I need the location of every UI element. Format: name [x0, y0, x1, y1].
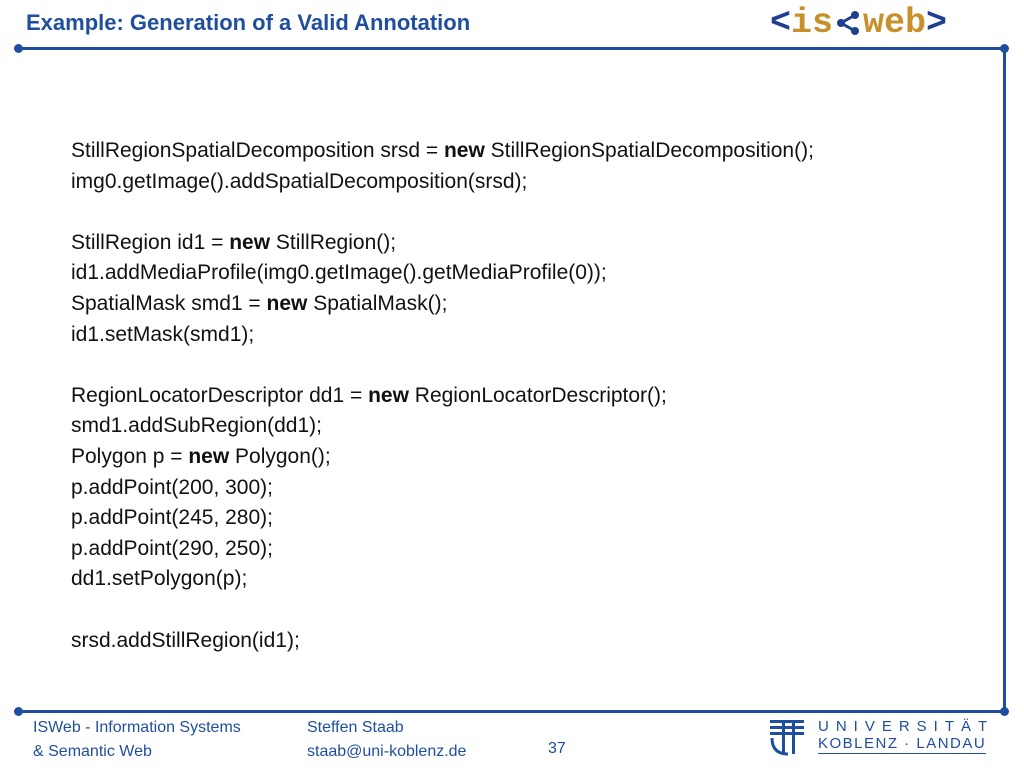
- code-line: srsd.addStillRegion(id1);: [71, 626, 814, 657]
- code-text: RegionLocatorDescriptor dd1 =: [71, 383, 369, 407]
- keyword-new: new: [188, 444, 230, 468]
- university-name-line1: UNIVERSITÄT: [818, 718, 995, 735]
- keyword-new: new: [443, 139, 485, 162]
- code-text: p.addPoint(245, 280);: [71, 506, 273, 530]
- code-text: SpatialMask smd1 =: [71, 291, 267, 315]
- code-text: StillRegion id1 =: [71, 230, 230, 254]
- code-line: smd1.addSubRegion(dd1);: [71, 411, 814, 442]
- code-line: p.addPoint(290, 250);: [71, 534, 814, 565]
- code-text: Polygon p =: [71, 444, 189, 468]
- bottom-left-dot: [14, 707, 23, 716]
- code-line: p.addPoint(245, 280);: [71, 503, 814, 534]
- code-text: dd1.setPolygon(p);: [71, 567, 248, 591]
- keyword-new: new: [229, 230, 271, 254]
- footer-org-line1: ISWeb - Information Systems: [33, 719, 241, 736]
- code-line: StillRegionSpatialDecomposition srsd = n…: [71, 136, 814, 167]
- share-icon: [837, 10, 860, 35]
- code-line: [71, 350, 814, 381]
- bottom-right-dot: [1000, 707, 1009, 716]
- footer-organization: ISWeb - Information Systems & Semantic W…: [33, 716, 241, 764]
- university-logo: UNIVERSITÄT KOBLENZ · LANDAU: [768, 718, 988, 758]
- logo-close-bracket: >: [926, 3, 948, 43]
- top-rule: [18, 47, 1005, 50]
- university-name-line2: KOBLENZ · LANDAU: [818, 735, 987, 754]
- code-line: id1.addMediaProfile(img0.getImage().getM…: [71, 258, 814, 289]
- code-text: id1.addMediaProfile(img0.getImage().getM…: [71, 261, 607, 285]
- code-line: img0.getImage().addSpatialDecomposition(…: [71, 167, 814, 198]
- right-rule: [1003, 47, 1006, 712]
- code-line: [71, 197, 814, 228]
- bottom-rule: [18, 710, 1005, 713]
- code-line: RegionLocatorDescriptor dd1 = new Region…: [71, 381, 814, 412]
- slide-title: Example: Generation of a Valid Annotatio…: [26, 10, 471, 35]
- code-block: StillRegionSpatialDecomposition srsd = n…: [71, 136, 814, 656]
- code-line: StillRegion id1 = new StillRegion();: [71, 228, 814, 259]
- code-line: SpatialMask smd1 = new SpatialMask();: [71, 289, 814, 320]
- code-text: img0.getImage().addSpatialDecomposition(…: [71, 169, 528, 193]
- footer-org-line2: & Semantic Web: [33, 743, 152, 760]
- code-line: id1.setMask(smd1);: [71, 320, 814, 351]
- code-text: p.addPoint(290, 250);: [71, 536, 273, 560]
- code-text: SpatialMask();: [307, 291, 448, 315]
- isweb-logo: <is web>: [770, 3, 947, 43]
- top-left-dot: [14, 44, 23, 53]
- university-emblem-icon: [770, 720, 804, 756]
- code-text: srsd.addStillRegion(id1);: [71, 628, 300, 652]
- logo-is: is: [791, 3, 834, 43]
- code-line: [71, 595, 814, 626]
- code-line: p.addPoint(200, 300);: [71, 473, 814, 504]
- keyword-new: new: [368, 383, 409, 407]
- footer-author: Steffen Staab staab@uni-koblenz.de: [307, 716, 466, 764]
- code-text: p.addPoint(200, 300);: [71, 475, 273, 499]
- code-text: smd1.addSubRegion(dd1);: [71, 414, 322, 438]
- logo-web: web: [863, 3, 927, 43]
- footer-email: staab@uni-koblenz.de: [307, 743, 467, 760]
- keyword-new: new: [266, 291, 308, 315]
- code-text: Polygon();: [229, 444, 331, 468]
- code-text: RegionLocatorDescriptor();: [408, 383, 667, 407]
- code-text: StillRegionSpatialDecomposition();: [484, 139, 814, 162]
- code-line: dd1.setPolygon(p);: [71, 564, 814, 595]
- code-line: Polygon p = new Polygon();: [71, 442, 814, 473]
- code-text: StillRegionSpatialDecomposition srsd =: [71, 139, 444, 162]
- code-text: id1.setMask(smd1);: [71, 322, 255, 346]
- page-number: 37: [548, 740, 566, 757]
- footer-author-name: Steffen Staab: [307, 719, 404, 736]
- logo-open-bracket: <: [770, 3, 792, 43]
- code-text: StillRegion();: [270, 230, 397, 254]
